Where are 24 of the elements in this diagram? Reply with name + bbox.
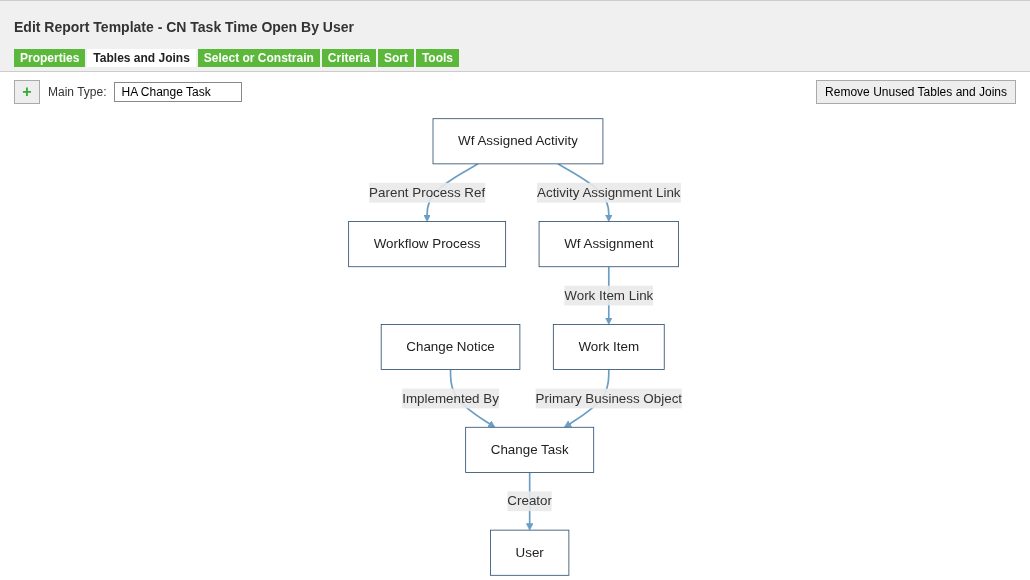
node-box: Change Task [464, 426, 594, 473]
field-label: Main Type: [48, 85, 107, 99]
edge-label: Implemented By [401, 390, 499, 406]
edge-label: Activity Assignment Link [536, 185, 681, 200]
node-box: Wf Assigned Activity [432, 118, 603, 165]
tab: Sort [377, 49, 414, 67]
edge-label: Parent Process Ref [368, 185, 485, 200]
tab: Properties [14, 49, 86, 67]
node-box: Workflow Process [347, 221, 506, 268]
dropdown: HA Change Task [114, 82, 243, 102]
node-box: User [489, 529, 569, 576]
tab: Tables and Joins [87, 49, 196, 67]
tab: Criteria [321, 49, 376, 67]
tab: Tools [415, 49, 459, 67]
add-button: + [14, 80, 40, 104]
remove-button: Remove Unused Tables and Joins [816, 80, 1016, 104]
node-box: Wf Assignment [538, 221, 679, 268]
node-box: Work Item [552, 324, 665, 370]
page-title: Edit Report Template - CN Task Time Open By User [14, 19, 355, 35]
edge-label: Primary Business Object [535, 390, 682, 406]
tab: Select or Constrain [197, 49, 320, 67]
node-box: Change Notice [380, 324, 520, 370]
edge-label: Creator [507, 493, 552, 508]
edge-label: Work Item Link [563, 288, 653, 303]
